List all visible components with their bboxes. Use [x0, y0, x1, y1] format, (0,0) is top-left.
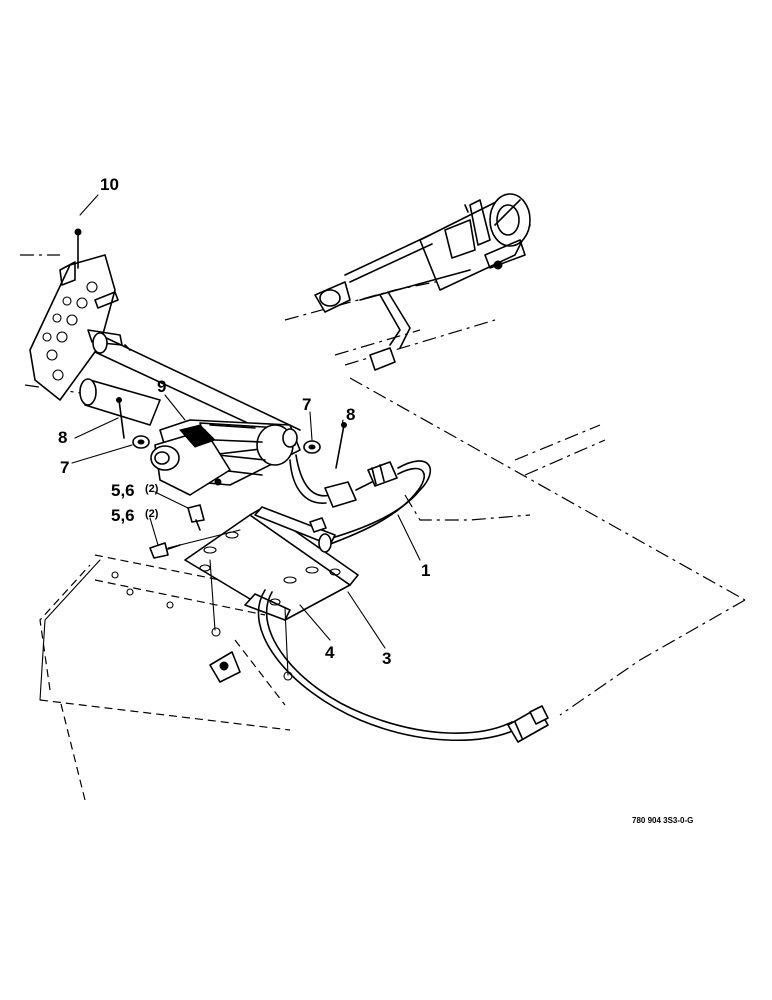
frame-outline [20, 254, 746, 801]
lower-frame [39, 559, 241, 701]
hole-guide-line-a [209, 559, 216, 631]
callout-9: 9 [157, 377, 166, 396]
hydraulic-assembly [314, 193, 531, 371]
callout-5-6-lower-qty: (2) [145, 508, 159, 520]
mounting-bracket [184, 506, 359, 621]
extension-cable [257, 589, 549, 743]
callout-7-right: 7 [302, 395, 311, 414]
nut [309, 517, 327, 533]
callout-5-6-lower: 5,6 [111, 506, 135, 525]
callout-1: 1 [421, 561, 430, 580]
wire-harness [289, 454, 431, 547]
actuator-motor [150, 419, 301, 496]
bolt-upper [187, 504, 205, 531]
bolt-lower [149, 542, 181, 559]
leader-lines [71, 394, 421, 649]
callout-8-left: 8 [58, 428, 67, 447]
callout-8-right: 8 [346, 405, 355, 424]
hole-a [211, 627, 221, 637]
pin-item-10 [74, 194, 99, 269]
hole-guide-line-b [284, 607, 289, 676]
pin-right [335, 422, 347, 469]
mounting-plate [29, 254, 123, 401]
callout-3: 3 [382, 649, 391, 668]
bolt-guide-line [167, 529, 241, 549]
callout-4: 4 [325, 643, 335, 662]
washer-left [132, 435, 150, 449]
callout-5-6-upper-qty: (2) [145, 483, 159, 495]
callout-10: 10 [100, 175, 119, 194]
pin-left [116, 397, 125, 439]
callout-7-left: 7 [60, 458, 69, 477]
washer-right [303, 440, 321, 454]
figure-code: 780 904 3S3-0-G [632, 816, 693, 825]
callout-5-6-upper: 5,6 [111, 481, 135, 500]
